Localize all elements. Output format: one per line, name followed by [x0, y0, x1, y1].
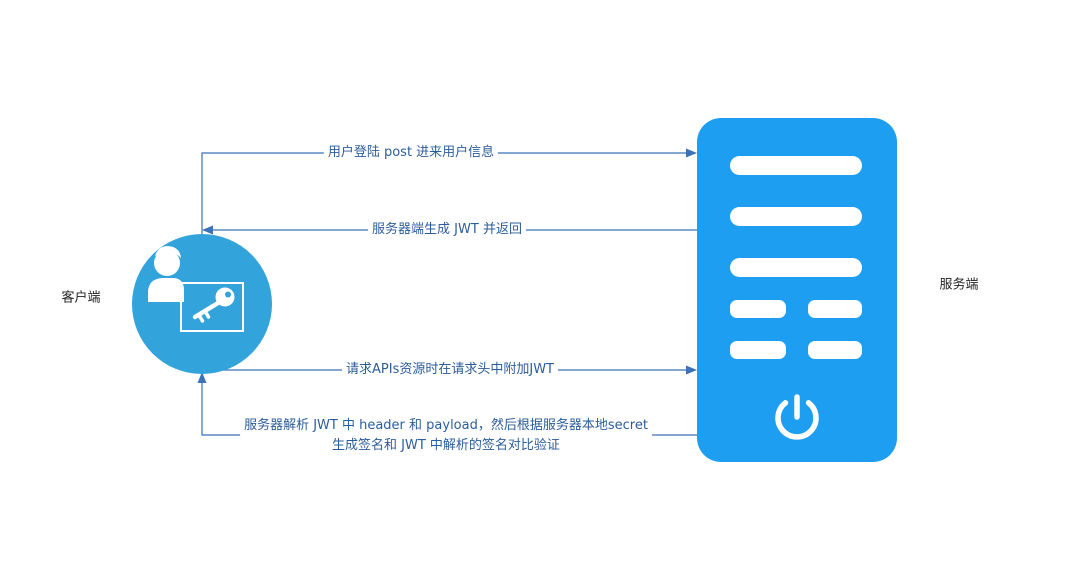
jwt-return-label: 服务器端生成 JWT 并返回 — [368, 220, 526, 240]
server-slot — [808, 300, 862, 318]
client-node — [132, 234, 272, 374]
arrow-verify-head — [197, 372, 207, 383]
arrow-login-request — [201, 148, 697, 236]
server-icon — [697, 118, 897, 462]
api-request-label: 请求APIs资源时在请求头中附加JWT — [342, 360, 558, 380]
client-circle — [132, 234, 272, 374]
login-request-label: 用户登陆 post 进来用户信息 — [323, 143, 499, 163]
monitor-icon — [180, 282, 244, 332]
arrow-login-request-line — [201, 152, 689, 236]
client-label: 客户端 — [61, 290, 101, 306]
server-bar — [730, 156, 862, 175]
server-slot — [808, 341, 862, 359]
key-icon — [192, 287, 235, 323]
arrow-jwt-return-head — [202, 225, 213, 235]
power-icon — [775, 394, 819, 440]
verify-label-line-2: 生成签名和 JWT 中解析的签名对比验证 — [332, 438, 560, 453]
user-icon — [148, 246, 184, 302]
server-bar — [730, 258, 862, 277]
server-slot — [730, 300, 786, 318]
server-bar — [730, 207, 862, 226]
arrow-api-request-head — [686, 365, 697, 375]
verify-label-line-1: 服务器解析 JWT 中 header 和 payload，然后根据服务器本地se… — [244, 418, 648, 433]
server-body — [697, 118, 897, 462]
arrow-login-request-head — [686, 148, 697, 158]
verify-label: 服务器解析 JWT 中 header 和 payload，然后根据服务器本地se… — [240, 416, 652, 456]
server-slot — [730, 341, 786, 359]
server-label: 服务端 — [939, 277, 979, 293]
